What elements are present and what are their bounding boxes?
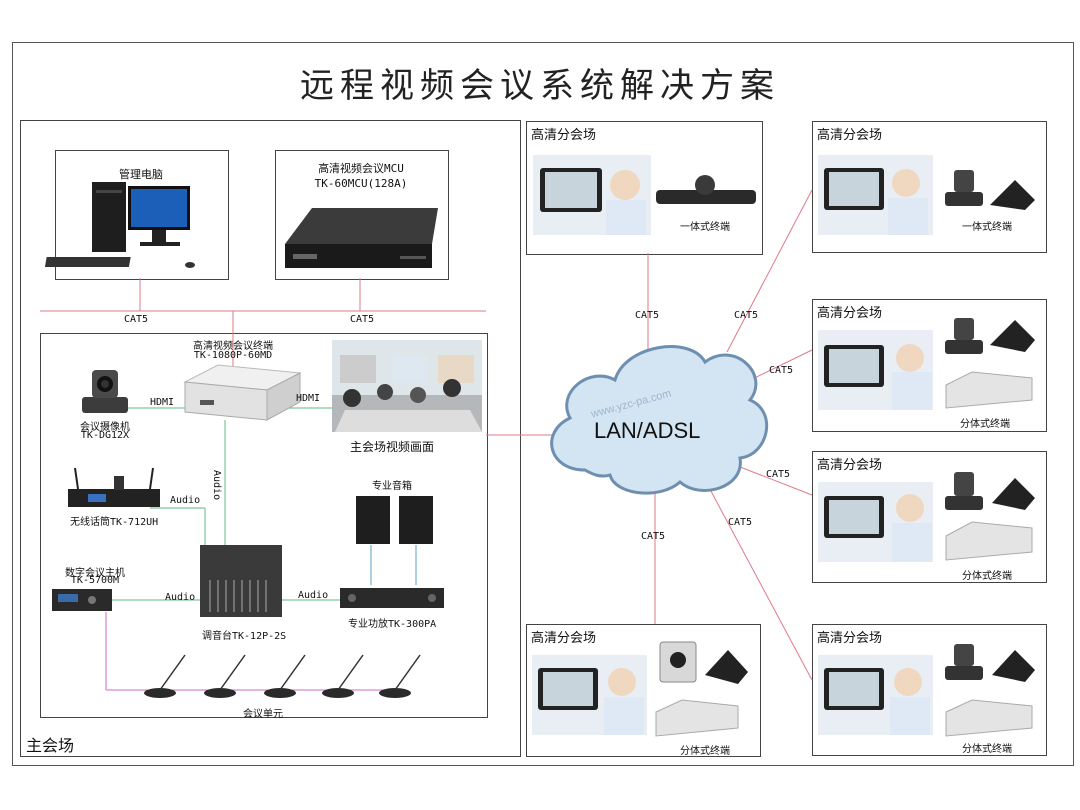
camera-label-2: TK-DG12X <box>80 430 130 441</box>
branch-2-terminal: 一体式终端 <box>962 222 1012 233</box>
cat5-lines <box>40 189 813 681</box>
cat5-branch-5: CAT5 <box>641 531 666 542</box>
branch-5-terminal: 分体式终端 <box>680 746 730 757</box>
cat5-branch-6: CAT5 <box>728 517 753 528</box>
hdmi-label-left: HDMI <box>150 397 175 408</box>
computer-icon <box>44 182 195 268</box>
host-label-2: TK-5700M <box>70 575 120 586</box>
terminal-label-2: TK-1080P-60MD <box>193 350 273 361</box>
amplifier-icon <box>340 588 444 608</box>
pc-label: 管理电脑 <box>119 168 163 181</box>
cat5-branch-1: CAT5 <box>635 310 660 321</box>
page-title: 远程视频会议系统解决方案 <box>300 66 780 106</box>
speaker-lines <box>370 545 417 585</box>
branch-4-graphics <box>818 472 1035 562</box>
ptz-camera-icon <box>82 370 128 413</box>
cat5-branch-4: CAT5 <box>766 469 791 480</box>
speakers-icon <box>356 496 433 544</box>
branch-6-terminal: 分体式终端 <box>962 744 1012 755</box>
mcu-label-1: 高清视频会议MCU <box>318 162 404 175</box>
audio-label-vertical: Audio <box>211 470 222 501</box>
branch-4-terminal: 分体式终端 <box>962 571 1012 582</box>
branch-5-title: 高清分会场 <box>531 631 597 646</box>
audio-label-wireless: Audio <box>170 495 201 506</box>
main-screen-label: 主会场视频画面 <box>350 440 435 454</box>
audio-label-amp: Audio <box>298 590 329 601</box>
branch-4-title: 高清分会场 <box>817 458 883 473</box>
av-lines <box>112 407 340 601</box>
mic-units-label: 会议单元 <box>243 709 283 720</box>
camera-label-1: 会议摄像机 <box>80 422 130 433</box>
branch-6-title: 高清分会场 <box>817 631 883 646</box>
mixer-label: 调音台TK-12P-2S <box>202 631 287 642</box>
network-cloud-icon <box>550 345 769 495</box>
host-label-1: 数字会议主机 <box>65 568 125 579</box>
network-label: LAN/ADSL <box>594 418 701 443</box>
main-screen-image <box>332 340 482 432</box>
wireless-mic-label: 无线话筒TK-712UH <box>70 517 159 528</box>
branch-3-title: 高清分会场 <box>817 306 883 321</box>
branch-3-terminal: 分体式终端 <box>960 419 1010 430</box>
conference-host-icon <box>52 589 112 611</box>
terminal-device-icon <box>183 364 302 421</box>
branch-2-title: 高清分会场 <box>817 128 883 143</box>
mixer-icon <box>200 545 282 617</box>
branch-5-graphics <box>532 641 748 737</box>
main-site-label: 主会场 <box>26 736 75 755</box>
wireless-receiver-icon <box>68 467 160 507</box>
branch-6-graphics <box>818 644 1035 737</box>
branch-1-graphics <box>533 155 756 235</box>
cat5-branch-2: CAT5 <box>734 310 759 321</box>
branch-1-terminal: 一体式终端 <box>680 222 730 233</box>
branch-2-graphics <box>818 155 1035 235</box>
speaker-label: 专业音箱 <box>372 481 412 492</box>
cat5-label-left: CAT5 <box>124 314 149 325</box>
cat5-label-right: CAT5 <box>350 314 375 325</box>
branch-3-graphics <box>818 318 1035 410</box>
mcu-device-icon <box>285 208 438 268</box>
mcu-label-2: TK-60MCU(128A) <box>314 177 408 190</box>
amplifier-label: 专业功放TK-300PA <box>348 619 437 630</box>
branch-1-title: 高清分会场 <box>531 128 597 143</box>
mic-units-icon <box>144 654 421 698</box>
terminal-label-1: 高清视频会议终端 <box>193 341 273 352</box>
hdmi-label-right: HDMI <box>296 393 321 404</box>
outer-frame <box>12 42 1074 766</box>
audio-label-host: Audio <box>165 592 196 603</box>
cat5-branch-3: CAT5 <box>769 365 794 376</box>
